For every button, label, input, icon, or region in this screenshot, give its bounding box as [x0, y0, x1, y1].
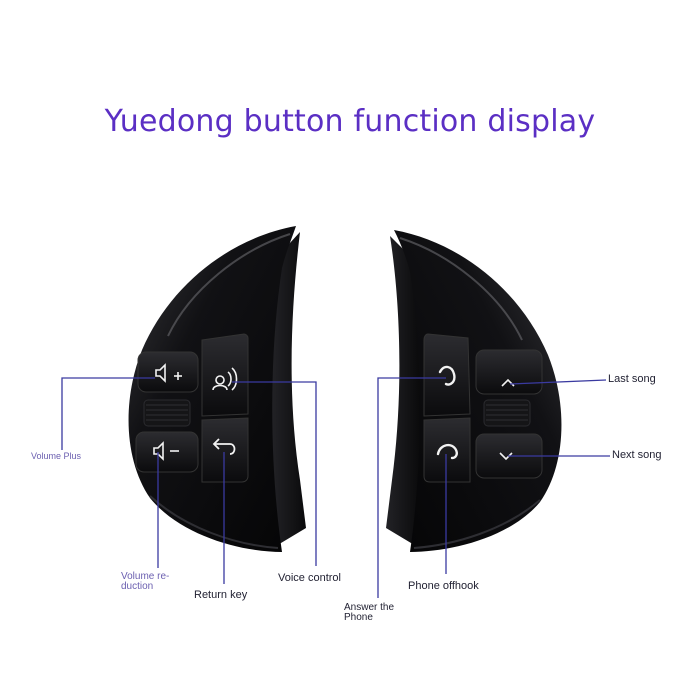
callout-voice-control: [232, 381, 317, 566]
label-phone-offhook: Phone offhook: [408, 580, 479, 592]
label-answer-phone: Answer the Phone: [344, 602, 395, 623]
answer-phone-button[interactable]: [423, 333, 471, 417]
callout-last-song: [509, 379, 607, 385]
label-last-song: Last song: [608, 373, 656, 385]
hang-up-phone-icon: [436, 443, 458, 460]
label-return-key: Return key: [194, 589, 248, 601]
label-volume-plus: Volume Plus: [31, 451, 82, 461]
return-icon: [212, 438, 236, 455]
left-panel-rim: [271, 232, 306, 546]
hang-up-phone-button[interactable]: [423, 417, 471, 483]
callout-lines: [61, 377, 610, 598]
label-voice-control: Voice control: [278, 572, 341, 584]
voice-control-icon: [212, 367, 238, 391]
callout-answer-phone: [377, 377, 446, 598]
right-scroll-wheel[interactable]: [483, 399, 531, 427]
volume-plus-icon: [155, 363, 182, 383]
volume-minus-button[interactable]: [135, 431, 199, 473]
down-chevron-icon: [499, 452, 513, 461]
volume-minus-icon: [153, 441, 179, 461]
right-control-panel: [386, 230, 562, 552]
left-scroll-wheel[interactable]: [143, 399, 191, 427]
right-panel-rim: [386, 236, 421, 546]
label-volume-reduction: Volume re- duction: [121, 571, 170, 592]
page-title: Yuedong button function display: [104, 104, 596, 139]
answer-phone-icon: [438, 365, 456, 386]
volume-plus-button[interactable]: [137, 351, 199, 393]
last-song-button[interactable]: [475, 349, 543, 395]
return-button[interactable]: [201, 417, 249, 483]
callout-volume-plus: [61, 377, 155, 450]
left-control-panel: [128, 226, 306, 552]
label-next-song: Next song: [612, 449, 662, 461]
voice-control-button[interactable]: [201, 333, 249, 417]
